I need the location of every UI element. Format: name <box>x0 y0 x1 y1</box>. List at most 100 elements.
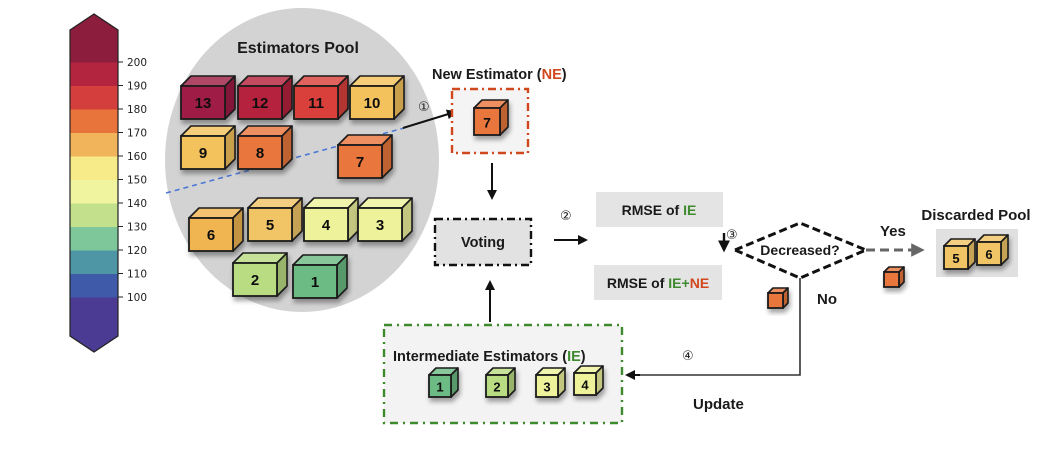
colorbar-tick-label: 180 <box>127 104 147 116</box>
voting-label: Voting <box>461 235 505 251</box>
colorbar-tick-label: 130 <box>127 222 147 234</box>
estimator-cube: 6 <box>976 234 1009 266</box>
cube-label: 5 <box>266 217 274 234</box>
colorbar-band <box>70 203 118 227</box>
cube-label: 5 <box>952 251 959 266</box>
estimator-cube: 5 <box>943 238 976 270</box>
colorbar-band <box>70 179 118 204</box>
cube-label: 1 <box>311 274 319 291</box>
update-path <box>635 278 801 376</box>
estimator-cube: 7 <box>337 134 393 179</box>
colorbar-band <box>70 62 118 86</box>
colorbar-tick-label: 170 <box>127 128 147 140</box>
estimator-cube: 8 <box>237 125 293 170</box>
colorbar-band <box>70 297 118 352</box>
cube-label: 9 <box>199 145 207 162</box>
estimator-cube <box>767 287 789 309</box>
colorbar-band <box>70 132 118 157</box>
colorbar-tick-label: 160 <box>127 151 147 163</box>
cube-label: 3 <box>376 217 384 234</box>
colorbar-tick-label: 110 <box>127 269 147 281</box>
estimators-pool-title: Estimators Pool <box>237 40 359 57</box>
cube-label: 7 <box>356 154 364 171</box>
intermediate-estimators-title: Intermediate Estimators (IE) <box>393 349 586 365</box>
cube-label: 6 <box>207 227 215 244</box>
cube-front-face <box>428 374 452 398</box>
cube-front-face <box>485 374 509 398</box>
step3-marker: ③ <box>726 228 738 243</box>
estimator-cube: 2 <box>485 367 516 398</box>
colorbar-outline <box>69 13 119 353</box>
estimator-cube: 5 <box>247 197 303 242</box>
estimator-cube: 13 <box>180 75 236 120</box>
estimator-cube: 3 <box>357 197 413 242</box>
estimator-cube: 11 <box>293 75 349 120</box>
step4-marker: ④ <box>682 349 694 364</box>
estimator-cube: 6 <box>188 207 244 252</box>
cube-front-face <box>188 217 234 252</box>
step1-marker: ① <box>418 100 430 115</box>
cube-label: 12 <box>252 95 269 112</box>
estimator-cube: 4 <box>573 365 604 396</box>
new-estimator-cube: 7 <box>473 99 509 136</box>
colorbar-tick-label: 100 <box>127 292 147 304</box>
rmse-ie-label: RMSE of IE <box>622 202 697 218</box>
cube-label: 2 <box>251 272 259 289</box>
cube-front-face <box>943 245 969 270</box>
update-label: Update <box>693 396 744 413</box>
colorbar-band <box>70 226 118 251</box>
cube-front-face <box>883 271 900 288</box>
colorbar-band <box>70 273 118 298</box>
cube-front-face <box>292 264 338 299</box>
colorbar-band <box>70 156 118 180</box>
colorbar-tick-label: 120 <box>127 245 147 257</box>
colorbar-tick-label: 200 <box>127 57 147 69</box>
new-estimator-title: New Estimator (NE) <box>432 67 567 83</box>
cube-label: 2 <box>493 380 500 395</box>
rmse-ie-ne-label: RMSE of IE+NE <box>607 275 709 291</box>
cube-label: 4 <box>322 217 331 234</box>
estimator-cube: 12 <box>237 75 293 120</box>
estimator-cube: 2 <box>232 252 288 297</box>
cube-front-face <box>349 85 395 120</box>
decision-label: Decreased? <box>760 242 839 258</box>
cube-label: 4 <box>581 378 589 393</box>
cube-label: 11 <box>308 95 324 112</box>
estimator-cube: 1 <box>292 254 348 299</box>
cube-front-face <box>232 262 278 297</box>
colorbar-band <box>70 250 118 274</box>
discarded-cube-marker <box>883 266 905 288</box>
cube-label: 3 <box>543 380 550 395</box>
estimator-cube <box>883 266 905 288</box>
cube-label: 8 <box>256 145 264 162</box>
cube-front-face <box>293 85 339 120</box>
colorbar-tick-label: 140 <box>127 198 147 210</box>
cube-label: 1 <box>436 380 443 395</box>
cube-front-face <box>237 135 283 170</box>
estimator-cube: 7 <box>473 99 509 136</box>
discarded-pool-title: Discarded Pool <box>921 207 1030 224</box>
voting-box <box>433 217 533 267</box>
cube-front-face <box>357 207 403 242</box>
colorbar-band <box>70 85 118 110</box>
estimator-cube: 3 <box>535 367 566 398</box>
cube-label: 7 <box>483 115 491 131</box>
estimators-pool-cubes: 13 12 11 10 9 8 7 6 5 4 3 2 1 <box>180 75 413 299</box>
yes-label: Yes <box>880 223 906 240</box>
estimator-cube: 9 <box>180 125 236 170</box>
colorbar-bands <box>70 14 118 352</box>
cube-front-face <box>303 207 349 242</box>
cube-label: 6 <box>985 247 992 262</box>
step2-marker: ② <box>560 209 572 224</box>
estimator-cube: 1 <box>428 367 459 398</box>
colorbar-band <box>70 14 118 63</box>
cube-front-face <box>976 241 1002 266</box>
cube-label: 10 <box>364 95 381 112</box>
rmse-ie-box <box>596 192 723 227</box>
cube-front-face <box>237 85 283 120</box>
arrow-step1 <box>402 109 457 129</box>
no-label: No <box>817 291 837 308</box>
